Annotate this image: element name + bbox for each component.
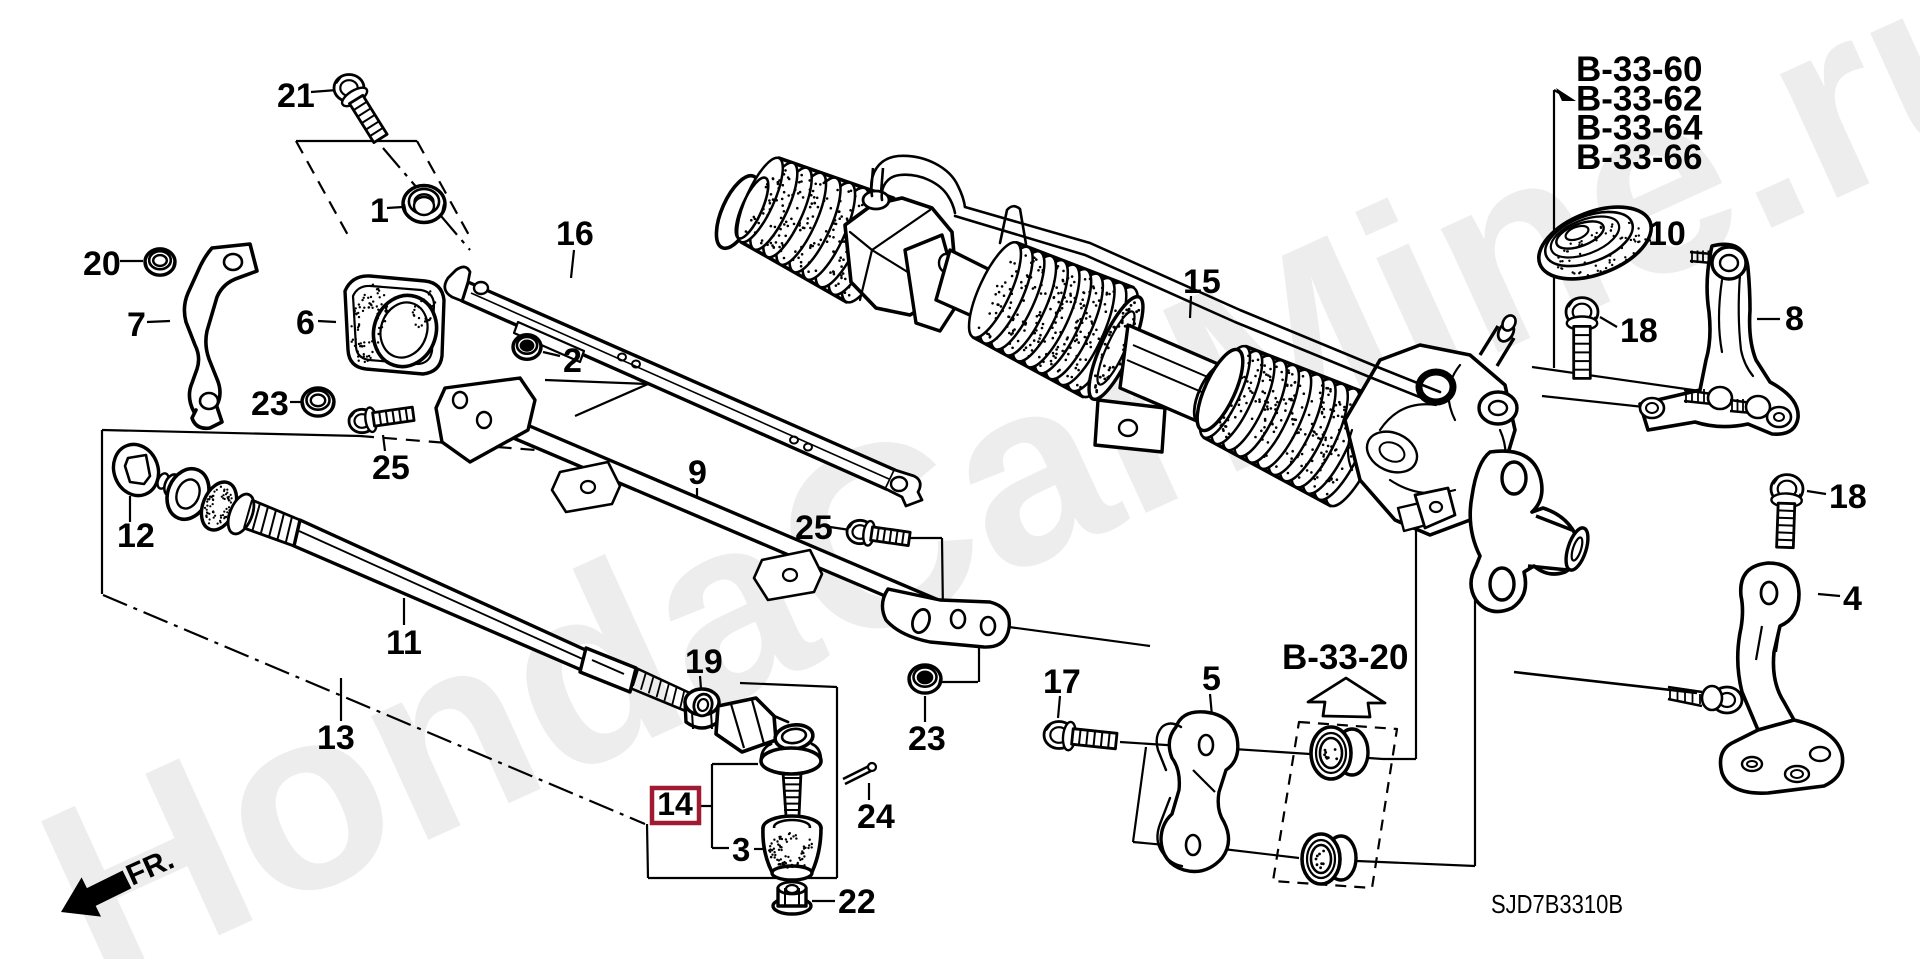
svg-text:B-33-20: B-33-20 [1282, 638, 1408, 677]
svg-text:25: 25 [372, 449, 410, 487]
svg-text:16: 16 [556, 215, 594, 253]
svg-text:2: 2 [563, 342, 582, 380]
svg-text:8: 8 [1785, 300, 1804, 338]
svg-text:20: 20 [83, 245, 121, 283]
svg-text:10: 10 [1648, 215, 1686, 253]
svg-text:7: 7 [127, 306, 146, 344]
svg-text:17: 17 [1043, 663, 1081, 701]
svg-text:13: 13 [317, 719, 355, 757]
svg-text:SJD7B3310B: SJD7B3310B [1491, 889, 1623, 919]
svg-text:B-33-64: B-33-64 [1576, 109, 1703, 148]
svg-text:21: 21 [277, 77, 315, 115]
svg-text:B-33-62: B-33-62 [1576, 79, 1702, 118]
svg-text:23: 23 [908, 720, 946, 758]
svg-text:B-33-66: B-33-66 [1576, 138, 1702, 177]
svg-text:5: 5 [1202, 660, 1221, 698]
svg-text:18: 18 [1620, 312, 1658, 350]
svg-text:6: 6 [296, 304, 315, 342]
svg-text:11: 11 [386, 624, 422, 662]
svg-text:24: 24 [857, 798, 895, 836]
svg-text:1: 1 [370, 192, 389, 230]
svg-text:15: 15 [1183, 263, 1221, 301]
svg-text:22: 22 [838, 883, 876, 921]
svg-text:25: 25 [795, 509, 833, 547]
svg-text:3: 3 [732, 831, 750, 868]
svg-text:B-33-60: B-33-60 [1576, 50, 1702, 89]
svg-text:14: 14 [657, 786, 693, 822]
svg-text:4: 4 [1843, 580, 1862, 618]
svg-text:18: 18 [1829, 478, 1867, 516]
svg-text:23: 23 [251, 385, 289, 423]
svg-text:12: 12 [117, 517, 155, 555]
svg-text:19: 19 [685, 643, 723, 681]
svg-text:9: 9 [688, 454, 707, 492]
